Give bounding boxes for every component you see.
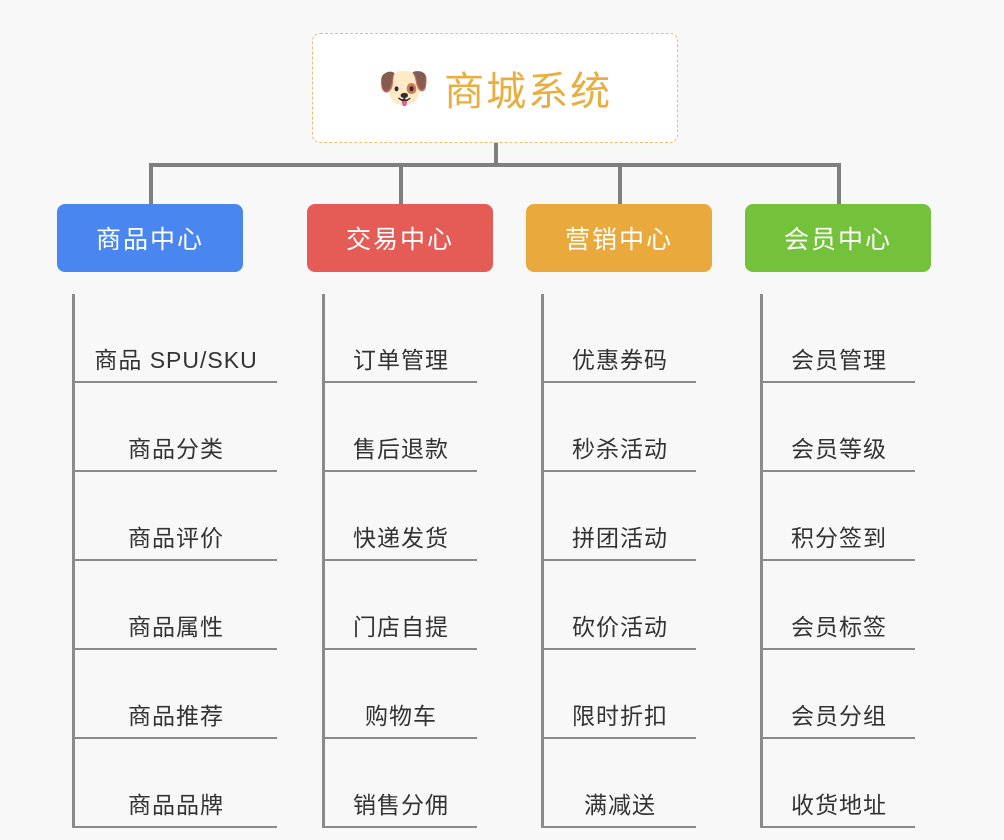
leaf-label: 商品推荐 [128,703,224,729]
leaf-label: 收货地址 [791,792,887,818]
list-item[interactable]: 收货地址 [763,739,915,828]
list-item[interactable]: 会员等级 [763,383,915,472]
list-item[interactable]: 会员标签 [763,561,915,650]
leaf-label: 拼团活动 [572,525,668,551]
leaf-label: 限时折扣 [572,703,668,729]
leaf-label: 满减送 [584,792,656,818]
leaf-label: 门店自提 [353,614,449,640]
leaf-label: 商品属性 [128,614,224,640]
connector-root-stem [494,143,498,165]
connector-drop-3 [618,163,622,206]
leaf-label: 优惠券码 [572,347,668,373]
leaf-label: 砍价活动 [572,614,668,640]
list-item[interactable]: 砍价活动 [544,561,696,650]
list-item[interactable]: 满减送 [544,739,696,828]
leaf-label: 会员标签 [791,614,887,640]
list-item[interactable]: 商品评价 [75,472,277,561]
branch-marketing-center: 营销中心 优惠券码 秒杀活动 拼团活动 砍价活动 限时折扣 满减送 [526,204,712,828]
root-title: 商城系统 [444,70,613,114]
list-item[interactable]: 会员管理 [763,294,915,383]
leaf-label: 会员管理 [791,347,887,373]
leaf-list-member-center: 会员管理 会员等级 积分签到 会员标签 会员分组 收货地址 [760,294,915,828]
list-item[interactable]: 限时折扣 [544,650,696,739]
list-item[interactable]: 购物车 [325,650,477,739]
branch-header-marketing-center[interactable]: 营销中心 [526,204,712,272]
leaf-label: 积分签到 [791,525,887,551]
leaf-label: 订单管理 [353,347,449,373]
leaf-label: 商品 SPU/SKU [94,347,258,373]
root-node-content: 🐶 商城系统 [378,59,612,117]
branch-header-trade-center[interactable]: 交易中心 [307,204,493,272]
list-item[interactable]: 商品品牌 [75,739,277,828]
list-item[interactable]: 拼团活动 [544,472,696,561]
branch-product-center: 商品中心 商品 SPU/SKU 商品分类 商品评价 商品属性 商品推荐 商品品牌 [57,204,277,828]
list-item[interactable]: 商品属性 [75,561,277,650]
branch-label: 商品中心 [95,226,204,254]
branch-header-product-center[interactable]: 商品中心 [57,204,243,272]
list-item[interactable]: 售后退款 [325,383,477,472]
leaf-label: 商品分类 [128,436,224,462]
leaf-list-trade-center: 订单管理 售后退款 快递发货 门店自提 购物车 销售分佣 [322,294,477,828]
list-item[interactable]: 商品分类 [75,383,277,472]
leaf-label: 秒杀活动 [572,436,668,462]
leaf-label: 销售分佣 [353,792,449,818]
leaf-label: 购物车 [365,703,437,729]
list-item[interactable]: 销售分佣 [325,739,477,828]
leaf-label: 会员分组 [791,703,887,729]
list-item[interactable]: 秒杀活动 [544,383,696,472]
branch-header-member-center[interactable]: 会员中心 [745,204,931,272]
list-item[interactable]: 快递发货 [325,472,477,561]
leaf-label: 售后退款 [353,436,449,462]
list-item[interactable]: 优惠券码 [544,294,696,383]
list-item[interactable]: 门店自提 [325,561,477,650]
connector-drop-2 [399,163,403,206]
leaf-list-product-center: 商品 SPU/SKU 商品分类 商品评价 商品属性 商品推荐 商品品牌 [72,294,277,828]
branch-trade-center: 交易中心 订单管理 售后退款 快递发货 门店自提 购物车 销售分佣 [307,204,493,828]
connector-drop-4 [837,163,841,206]
connector-drop-1 [149,163,153,206]
list-item[interactable]: 商品推荐 [75,650,277,739]
shiba-dog-face-icon: 🐶 [377,64,431,111]
connector-horizontal-bus [149,163,841,167]
list-item[interactable]: 商品 SPU/SKU [75,294,277,383]
leaf-label: 商品品牌 [128,792,224,818]
leaf-list-marketing-center: 优惠券码 秒杀活动 拼团活动 砍价活动 限时折扣 满减送 [541,294,696,828]
list-item[interactable]: 会员分组 [763,650,915,739]
branch-label: 营销中心 [564,226,673,254]
leaf-label: 会员等级 [791,436,887,462]
list-item[interactable]: 积分签到 [763,472,915,561]
list-item[interactable]: 订单管理 [325,294,477,383]
branch-label: 交易中心 [345,226,454,254]
leaf-label: 商品评价 [128,525,224,551]
root-node-商城系统[interactable]: 🐶 商城系统 [312,33,678,143]
branch-label: 会员中心 [783,226,892,254]
leaf-label: 快递发货 [353,525,449,551]
branch-member-center: 会员中心 会员管理 会员等级 积分签到 会员标签 会员分组 收货地址 [745,204,931,828]
